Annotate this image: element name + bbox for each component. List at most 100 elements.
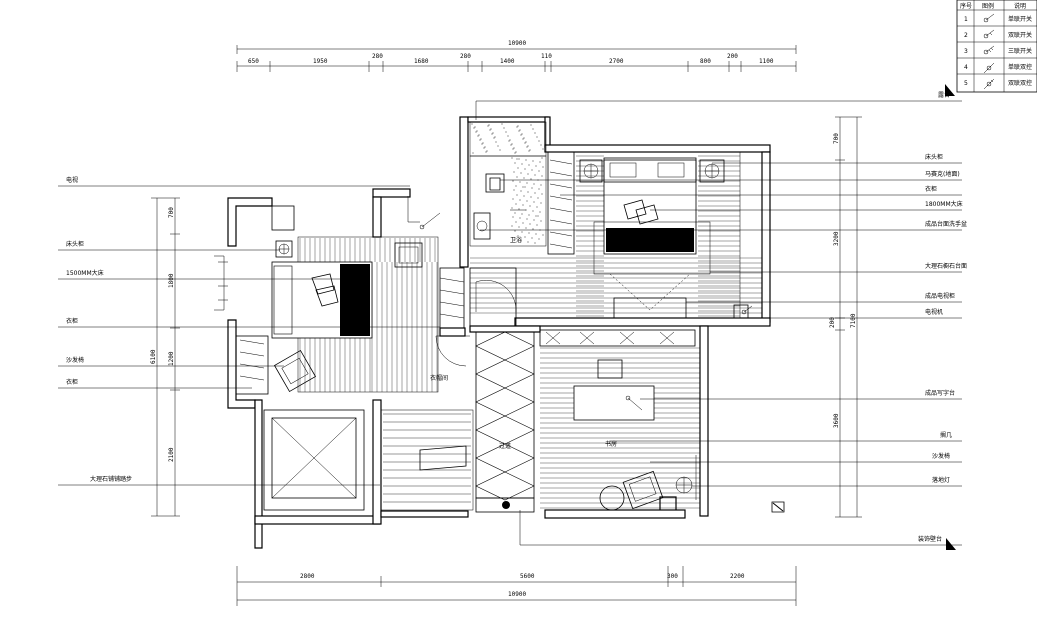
dim-top-8: 2700 xyxy=(609,58,624,65)
dim-right-1: 700 xyxy=(833,133,840,144)
dim-right-4: 3600 xyxy=(833,413,840,428)
label-right-3: 马赛克(地面) xyxy=(925,170,960,178)
bed-blanket xyxy=(340,264,370,336)
tv-cabinet-right xyxy=(613,297,687,319)
label-right-14: 装饰壁台 xyxy=(918,535,942,543)
legend-num-3: 3 xyxy=(964,48,968,55)
legend-desc-5: 双联双控 xyxy=(1008,79,1032,87)
label-left-7: 大理石铺铺踏步 xyxy=(90,475,132,483)
dim-bottom-1: 2800 xyxy=(300,573,315,580)
label-left-5: 沙发椅 xyxy=(66,356,84,364)
dim-top-11: 1100 xyxy=(759,58,774,65)
dim-right-total: 7100 xyxy=(850,313,857,328)
tv-set xyxy=(733,304,749,319)
corridor-tiles xyxy=(475,331,535,499)
top-dimensions: 10900 650 1950 280 1680 280 1400 110 270… xyxy=(236,40,797,72)
legend-num-2: 2 xyxy=(964,32,968,39)
wardrobe-left xyxy=(235,335,269,395)
switch-icon xyxy=(983,78,995,90)
label-right-2: 床头柜 xyxy=(925,153,943,161)
label-right-11: 搁几 xyxy=(940,431,952,439)
legend-table: 序号 图例 说明 1 2 3 4 5 单联开关 双联开关 三联开关 单联双控 双… xyxy=(956,0,1037,93)
dim-left-1: 700 xyxy=(168,207,175,218)
dim-top-1: 650 xyxy=(248,58,259,65)
switch-icon xyxy=(419,212,441,230)
label-left-6: 衣柜 xyxy=(66,378,78,386)
bottom-dimensions: 2800 5600 300 2200 10900 xyxy=(236,566,797,606)
label-right-13: 落地灯 xyxy=(932,476,950,484)
room-label-corridor: 过道 xyxy=(499,442,511,450)
legend-desc-2: 双联开关 xyxy=(1008,31,1032,39)
lamp-icon xyxy=(625,395,643,411)
legend-num-5: 5 xyxy=(964,80,968,87)
label-right-6: 成品台面洗手盆 xyxy=(925,220,967,228)
toilet xyxy=(485,173,505,193)
bathroom: 卫浴 xyxy=(469,121,547,247)
switch-icon xyxy=(983,29,995,39)
stool xyxy=(394,242,423,268)
pillow-icon xyxy=(311,273,339,307)
label-right-8: 成品电视柜 xyxy=(925,292,955,300)
dim-right-3: 200 xyxy=(829,317,836,328)
dim-top-3: 280 xyxy=(372,53,383,60)
right-annotations: 露台 床头柜 马赛克(地面) 衣柜 1800MM大床 成品台面洗手盆 大理石橱石… xyxy=(475,84,967,550)
label-right-7: 大理石橱石台面 xyxy=(925,262,967,270)
switch-icon xyxy=(983,13,995,23)
switch-icon xyxy=(741,305,753,315)
floor-lamp-icon xyxy=(675,476,693,494)
dim-left-total: 6100 xyxy=(150,349,157,364)
label-left-1: 电视 xyxy=(66,176,78,184)
dim-bottom-2: 5600 xyxy=(520,573,535,580)
label-left-3: 1500MM大床 xyxy=(66,269,104,277)
label-right-5: 1800MM大床 xyxy=(925,200,963,208)
dim-top-2: 1950 xyxy=(313,58,328,65)
legend-desc-1: 单联开关 xyxy=(1008,15,1032,23)
legend-num-4: 4 xyxy=(964,64,968,71)
label-right-10: 成品写字台 xyxy=(925,389,955,397)
mark-corner-icon xyxy=(945,84,956,550)
dim-left-3: 1200 xyxy=(168,351,175,366)
bedside-lamp-icon xyxy=(579,159,603,183)
dim-bottom-4: 2200 xyxy=(730,573,745,580)
walls xyxy=(227,116,771,549)
left-annotations: 电视 床头柜 1500MM大床 衣柜 沙发椅 衣柜 大理石铺铺踏步 xyxy=(58,176,440,486)
dim-bottom-3: 300 xyxy=(667,573,678,580)
dim-top-5: 280 xyxy=(460,53,471,60)
label-left-4: 衣柜 xyxy=(66,317,78,325)
lamp-icon xyxy=(502,501,510,509)
chair xyxy=(597,359,623,379)
dim-top-10: 200 xyxy=(727,53,738,60)
label-right-9: 电视机 xyxy=(925,308,943,316)
bedside-lamp-icon xyxy=(699,159,725,183)
legend-num-1: 1 xyxy=(964,16,968,23)
switch-icon xyxy=(983,62,995,74)
left-dimensions: 700 1800 1200 2100 6100 xyxy=(150,197,180,517)
room-label-bath: 卫浴 xyxy=(510,236,522,244)
basin xyxy=(473,212,491,240)
dim-bottom-total: 10900 xyxy=(508,591,526,598)
dim-right-2: 3200 xyxy=(833,231,840,246)
dim-top-4: 1680 xyxy=(414,58,429,65)
label-left-2: 床头柜 xyxy=(66,240,84,248)
armchair-icon xyxy=(273,349,317,393)
right-bedroom xyxy=(470,151,763,319)
dim-left-2: 1800 xyxy=(168,273,175,288)
room-label-study: 书房 xyxy=(605,440,617,448)
legend-desc-3: 三联开关 xyxy=(1008,47,1032,55)
tv-cabinet xyxy=(271,205,295,231)
top-total-dimension: 10900 xyxy=(508,40,526,47)
study: 书房 xyxy=(539,329,785,513)
room-label-closet: 衣帽间 xyxy=(430,374,448,382)
left-bedroom xyxy=(214,196,465,395)
switch-icon xyxy=(983,45,995,55)
right-wardrobe xyxy=(547,151,575,255)
desk xyxy=(573,385,655,421)
armchair-icon xyxy=(622,470,664,510)
label-right-12: 沙发椅 xyxy=(932,452,950,460)
legend-header-num: 序号 xyxy=(960,2,972,10)
stairs-lift xyxy=(263,409,474,511)
bedside-lamp-icon xyxy=(275,240,293,258)
right-dimensions: 700 3200 200 3600 7100 xyxy=(829,116,862,518)
dim-top-9: 800 xyxy=(700,58,711,65)
